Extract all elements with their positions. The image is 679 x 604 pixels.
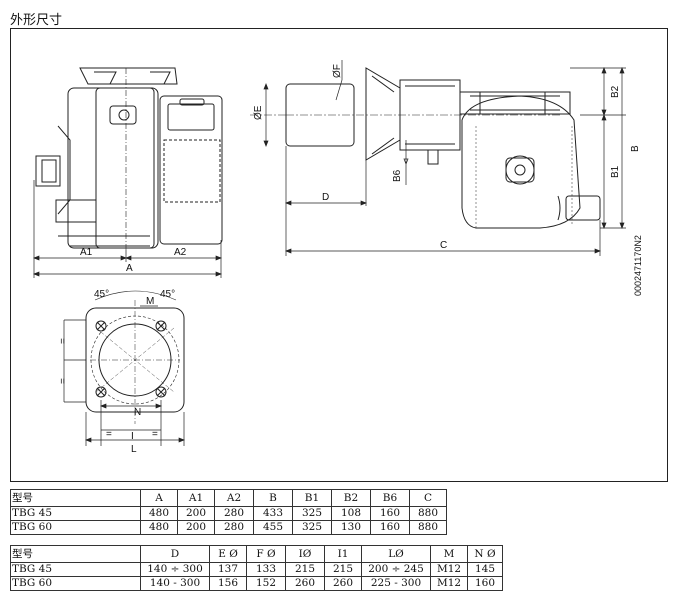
table-header-cell: D — [140, 545, 210, 563]
table-header-cell: M — [430, 545, 468, 563]
table-header-cell: 型号 — [10, 545, 141, 563]
table-cell: 145 — [467, 562, 503, 577]
table-cell: 200 ÷ 245 — [361, 562, 431, 577]
table-cell: M12 — [430, 562, 468, 577]
table-cell: 200 — [177, 520, 215, 535]
table-header-cell: B — [253, 489, 293, 507]
dim-label-L: L — [131, 444, 137, 455]
table-cell: 215 — [285, 562, 325, 577]
table-header-cell: I1 — [324, 545, 362, 563]
table-header-cell: IØ — [285, 545, 325, 563]
table-cell: 160 — [370, 506, 410, 521]
table-cell: 160 — [467, 576, 503, 591]
angle-label-left: 45° — [94, 289, 109, 300]
table-header-cell: B6 — [370, 489, 410, 507]
table-cell: 433 — [253, 506, 293, 521]
dim-label-C: C — [440, 240, 447, 251]
table-cell: 480 — [140, 506, 178, 521]
table-cell: TBG 60 — [10, 520, 141, 535]
table-cell: 455 — [253, 520, 293, 535]
eq-mark-1: = — [58, 338, 69, 344]
dim-label-F: ØF — [332, 64, 343, 78]
table-cell: 225 - 300 — [361, 576, 431, 591]
table-header-cell: A1 — [177, 489, 215, 507]
burner-front-view — [35, 67, 223, 250]
dim-label-A1: A1 — [80, 247, 93, 258]
table-row: TBG 45 480 200 280 433 325 108 160 880 — [10, 506, 447, 521]
table-header-cell: A2 — [214, 489, 254, 507]
eq-mark-2: = — [58, 378, 69, 384]
table-row: TBG 60 480 200 280 455 325 130 160 880 — [10, 520, 447, 535]
table-cell: 137 — [209, 562, 247, 577]
drawing-frame — [10, 28, 668, 482]
page-title: 外形尺寸 — [10, 13, 63, 28]
burner-side-view — [250, 67, 601, 229]
table-cell: 280 — [214, 506, 254, 521]
table-header-cell: N Ø — [467, 545, 503, 563]
drawing-code: 0002471170N2 — [633, 235, 643, 296]
table-cell: 480 — [140, 520, 178, 535]
table-header-cell: A — [140, 489, 178, 507]
table-cell: 215 — [324, 562, 362, 577]
table-row: TBG 60 140 - 300 156 152 260 260 225 - 3… — [10, 576, 503, 591]
dim-label-E: ØE — [253, 105, 264, 120]
table-cell: 200 — [177, 506, 215, 521]
dim-label-D: D — [322, 192, 329, 203]
table-cell: 880 — [409, 506, 447, 521]
table-cell: 133 — [246, 562, 286, 577]
eq-mark-3: = — [106, 429, 112, 440]
dim-label-N: N — [134, 407, 141, 418]
dim-label-B1: B1 — [610, 165, 621, 178]
table-cell: M12 — [430, 576, 468, 591]
table-cell: TBG 45 — [10, 506, 141, 521]
table-header-cell: 型号 — [10, 489, 141, 507]
table-cell: 152 — [246, 576, 286, 591]
dim-label-M: M — [146, 296, 154, 307]
table-header-cell: F Ø — [246, 545, 286, 563]
angle-label-right: 45° — [160, 289, 175, 300]
eq-mark-4: = — [152, 429, 158, 440]
table-cell: TBG 45 — [10, 562, 141, 577]
flange-dimensions — [63, 305, 185, 446]
table-cell: TBG 60 — [10, 576, 141, 591]
table-cell: 260 — [285, 576, 325, 591]
front-dimensions — [33, 180, 222, 278]
table-header-row: 型号 A A1 A2 B B1 B2 B6 C — [10, 489, 447, 507]
table-header-cell: B1 — [292, 489, 332, 507]
table-cell: 108 — [331, 506, 371, 521]
dimension-table-1: 型号 A A1 A2 B B1 B2 B6 C TBG 45 480 200 2… — [10, 489, 447, 535]
table-header-row: 型号 D E Ø F Ø IØ I1 LØ M N Ø — [10, 545, 503, 563]
dim-label-A: A — [126, 263, 133, 274]
table-header-cell: E Ø — [209, 545, 247, 563]
table-cell: 140 - 300 — [140, 576, 210, 591]
table-header-cell: LØ — [361, 545, 431, 563]
dim-label-B2: B2 — [610, 85, 621, 98]
dim-label-B6: B6 — [392, 169, 403, 182]
dim-label-B: B — [630, 145, 641, 152]
table-cell: 156 — [209, 576, 247, 591]
dim-label-A2: A2 — [174, 247, 187, 258]
table-cell: 325 — [292, 506, 332, 521]
dim-label-I: I — [131, 431, 134, 442]
table-header-cell: B2 — [331, 489, 371, 507]
table-cell: 280 — [214, 520, 254, 535]
table-cell: 260 — [324, 576, 362, 591]
table-header-cell: C — [409, 489, 447, 507]
dimension-table-2: 型号 D E Ø F Ø IØ I1 LØ M N Ø TBG 45 140 ÷… — [10, 545, 503, 591]
table-cell: 130 — [331, 520, 371, 535]
table-cell: 325 — [292, 520, 332, 535]
table-cell: 880 — [409, 520, 447, 535]
table-row: TBG 45 140 ÷ 300 137 133 215 215 200 ÷ 2… — [10, 562, 503, 577]
table-cell: 160 — [370, 520, 410, 535]
side-dimensions — [263, 60, 626, 256]
table-cell: 140 ÷ 300 — [140, 562, 210, 577]
